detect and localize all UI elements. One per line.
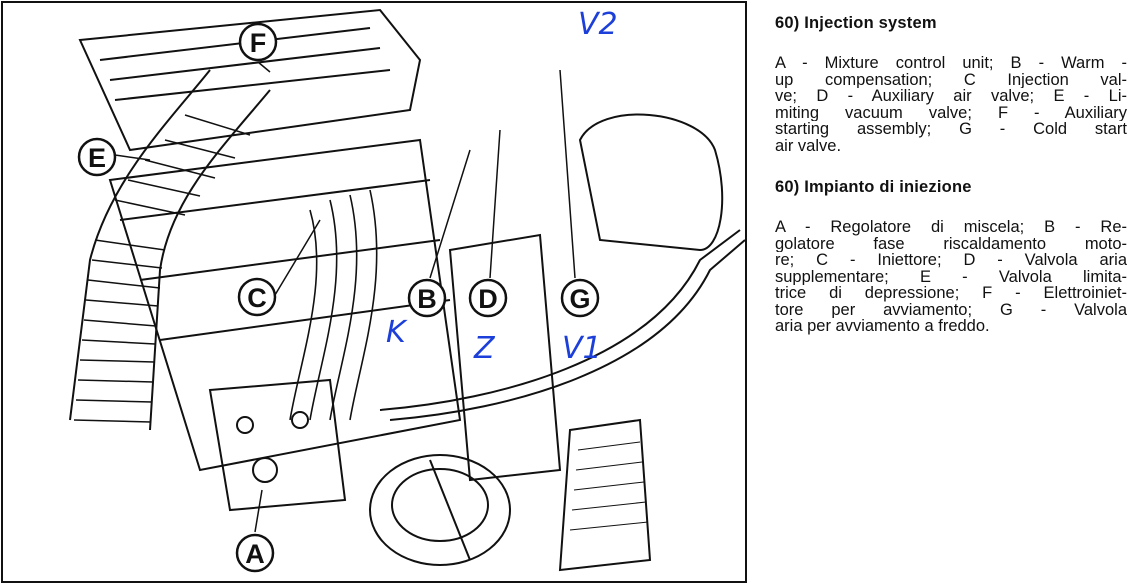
svg-text:D: D <box>478 284 498 314</box>
text-line: up compensation; C Injection val- <box>775 71 1127 88</box>
annotation-k: K <box>386 315 408 350</box>
caption-column: 60) Injection system A - Mixture control… <box>775 14 1127 359</box>
callout-c: C <box>237 277 277 317</box>
caption-italian: 60) Impianto di iniezione A - Regolatore… <box>775 178 1127 335</box>
intake-hose <box>69 69 271 431</box>
text-line: supplementare; E - Valvola limita- <box>775 268 1127 285</box>
text-line: A - Mixture control unit; B - Warm - <box>775 55 1127 72</box>
text-line: A - Regolatore di miscela; B - Re- <box>775 219 1127 236</box>
svg-text:A: A <box>245 539 265 569</box>
svg-text:B: B <box>417 284 437 314</box>
figure-border <box>1 1 747 583</box>
engine-drawing: F E C B D G A V2 K Z V1 <box>1 1 747 583</box>
text-line: tore per avviamento; G - Valvola <box>775 301 1127 318</box>
callout-b: B <box>407 278 447 318</box>
callout-g: G <box>560 278 600 318</box>
annotation-v1: V1 <box>562 331 602 366</box>
text-line: aria per avviamento a freddo. <box>775 318 990 335</box>
text-line: golatore fase riscaldamento moto- <box>775 235 1127 252</box>
section-heading: 60) Impianto di iniezione <box>775 178 972 196</box>
callout-f: F <box>238 22 278 62</box>
annotation-v2: V2 <box>578 7 618 42</box>
text-line: miting vacuum valve; F - Auxiliary <box>775 104 1127 121</box>
callout-d: D <box>468 278 508 318</box>
callout-e: E <box>77 137 117 177</box>
text-line: trice di depressione; F - Elettroiniet- <box>775 285 1127 302</box>
section-body: A - Mixture control unit; B - Warm - up … <box>775 55 1127 154</box>
text-line: starting assembly; G - Cold start <box>775 121 1127 138</box>
valve-cover <box>78 8 422 152</box>
svg-text:E: E <box>88 143 106 173</box>
caption-english: 60) Injection system A - Mixture control… <box>775 14 1127 154</box>
engine-illustration: F E C B D G A V2 K Z V1 <box>1 1 747 583</box>
section-body: A - Regolatore di miscela; B - Re- golat… <box>775 219 1127 335</box>
text-line: re; C - Iniettore; D - Valvola aria <box>775 252 1127 269</box>
text-line: air valve. <box>775 137 842 154</box>
svg-text:C: C <box>247 283 267 313</box>
text-line: ve; D - Auxiliary air valve; E - Li- <box>775 88 1127 105</box>
callout-a: A <box>235 533 275 573</box>
handwritten-annotations: V2 K Z V1 <box>386 7 618 366</box>
callout-labels: F E C B D G A <box>77 22 600 573</box>
section-heading: 60) Injection system <box>775 14 937 32</box>
svg-text:G: G <box>569 284 590 314</box>
annotation-z: Z <box>473 331 496 366</box>
svg-text:F: F <box>250 28 267 58</box>
